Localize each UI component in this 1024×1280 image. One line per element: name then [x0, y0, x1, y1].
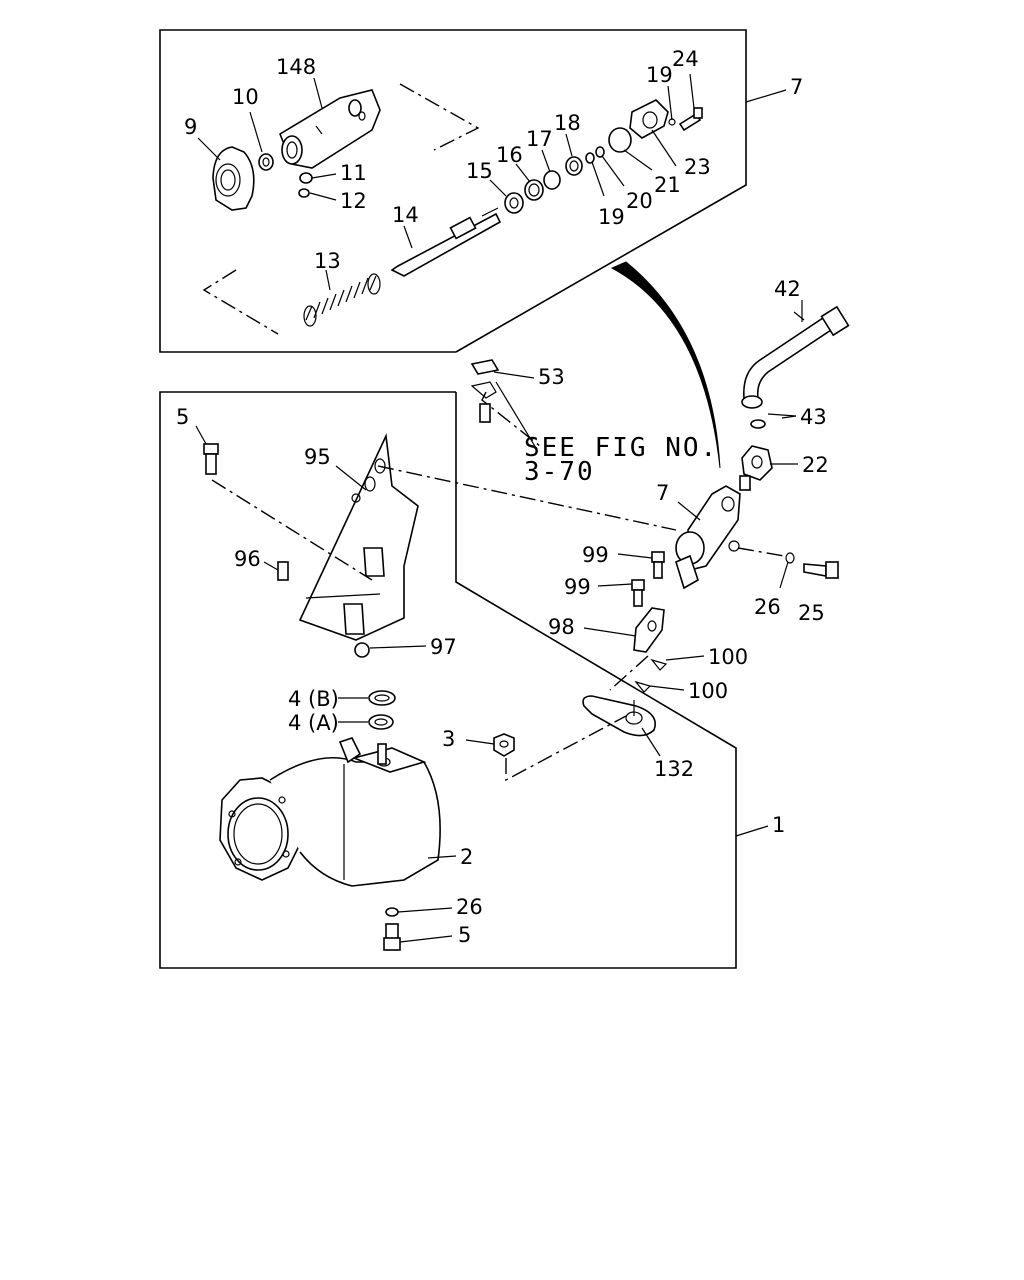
callout-labels: 148 10 9 11 12 14 13 15 16 17 18 19 20 2…: [176, 47, 829, 947]
note-line-1: SEE FIG NO.: [524, 433, 718, 463]
callout-26-right: 26: [754, 595, 781, 619]
callout-132: 132: [654, 757, 694, 781]
callout-25: 25: [798, 601, 825, 625]
part-4b-oring: [368, 690, 396, 706]
part-99-bolt-lower: [631, 579, 645, 607]
part-21-gasket: [608, 127, 632, 153]
callout-7-top: 7: [790, 75, 803, 99]
callout-17: 17: [526, 127, 553, 151]
part-5-bolt-upper: [203, 443, 219, 475]
callout-12: 12: [340, 189, 367, 213]
callout-19-upper: 19: [646, 63, 673, 87]
part-7-cylinder: [675, 485, 741, 590]
callout-99-upper: 99: [582, 543, 609, 567]
callout-99-lower: 99: [564, 575, 591, 599]
reference-note: SEE FIG NO. 3-70: [524, 433, 718, 487]
callout-20: 20: [626, 189, 653, 213]
part-25-bolt: [803, 561, 839, 579]
callout-21: 21: [654, 173, 681, 197]
main-leaders: [195, 371, 798, 943]
part-99-bolt-upper: [651, 551, 665, 579]
top-inset-leaders: [197, 73, 787, 335]
callout-97: 97: [430, 635, 457, 659]
part-42-pipe: [741, 300, 850, 409]
part-100-pins: [634, 658, 668, 693]
callout-24: 24: [672, 47, 699, 71]
callout-2: 2: [460, 845, 473, 869]
callout-22: 22: [802, 453, 829, 477]
callout-18: 18: [554, 111, 581, 135]
callout-3: 3: [442, 727, 455, 751]
callout-53: 53: [538, 365, 565, 389]
reference-arrow: [610, 261, 721, 469]
callout-13: 13: [314, 249, 341, 273]
part-132-lever: [582, 695, 656, 737]
callout-26-lower: 26: [456, 895, 483, 919]
callout-23: 23: [684, 155, 711, 179]
part-9-boot: [212, 146, 255, 211]
part-20-washer: [595, 146, 605, 158]
part-53-clip: [470, 359, 500, 423]
callout-43: 43: [800, 405, 827, 429]
callout-7-main: 7: [656, 481, 669, 505]
part-5-bolt-lower: [383, 923, 401, 951]
callout-10: 10: [232, 85, 259, 109]
part-14-pushrod: [390, 207, 502, 277]
part-95-bracket: [298, 433, 419, 641]
part-96-bolt: [277, 561, 289, 581]
part-16-ring: [524, 179, 544, 201]
part-98-yoke: [633, 607, 665, 653]
part-2-housing: [219, 737, 441, 887]
part-10-seal: [258, 153, 274, 171]
callout-19-lower: 19: [598, 205, 625, 229]
callout-9: 9: [184, 115, 197, 139]
callout-100-lower: 100: [688, 679, 728, 703]
part-43-washer: [750, 419, 766, 429]
part-3-nut: [493, 733, 515, 757]
part-11-nut: [299, 172, 313, 184]
callout-11: 11: [340, 161, 367, 185]
callout-16: 16: [496, 143, 523, 167]
callout-95: 95: [304, 445, 331, 469]
callout-96: 96: [234, 547, 261, 571]
part-22-fitting: [739, 445, 773, 491]
callout-5-upper: 5: [176, 405, 189, 429]
part-13-spring: [303, 273, 381, 327]
callout-100-upper: 100: [708, 645, 748, 669]
callout-4b: 4 (B): [288, 687, 339, 711]
part-26-clip: [785, 552, 795, 564]
part-148-housing: [279, 89, 381, 169]
callout-1: 1: [772, 813, 785, 837]
part-4a-oring: [368, 714, 394, 730]
part-15-seal: [504, 192, 524, 214]
callout-15: 15: [466, 159, 493, 183]
callout-4a: 4 (A): [288, 711, 339, 735]
part-12-washer: [298, 188, 310, 198]
part-24-bolt: [678, 107, 703, 132]
part-23-cover: [629, 99, 669, 139]
callout-14: 14: [392, 203, 419, 227]
part-17-ring: [543, 170, 561, 190]
note-line-2: 3-70: [524, 457, 595, 487]
part-19-ring: [585, 152, 595, 164]
callout-98: 98: [548, 615, 575, 639]
callout-148: 148: [276, 55, 316, 79]
part-18-seal: [565, 156, 583, 176]
part-97-nut: [354, 642, 370, 658]
callout-5-lower: 5: [458, 923, 471, 947]
main-assembly-frame: [159, 391, 737, 969]
top-inset-frame: [159, 29, 747, 353]
callout-42: 42: [774, 277, 801, 301]
part-26-washer: [385, 907, 399, 917]
